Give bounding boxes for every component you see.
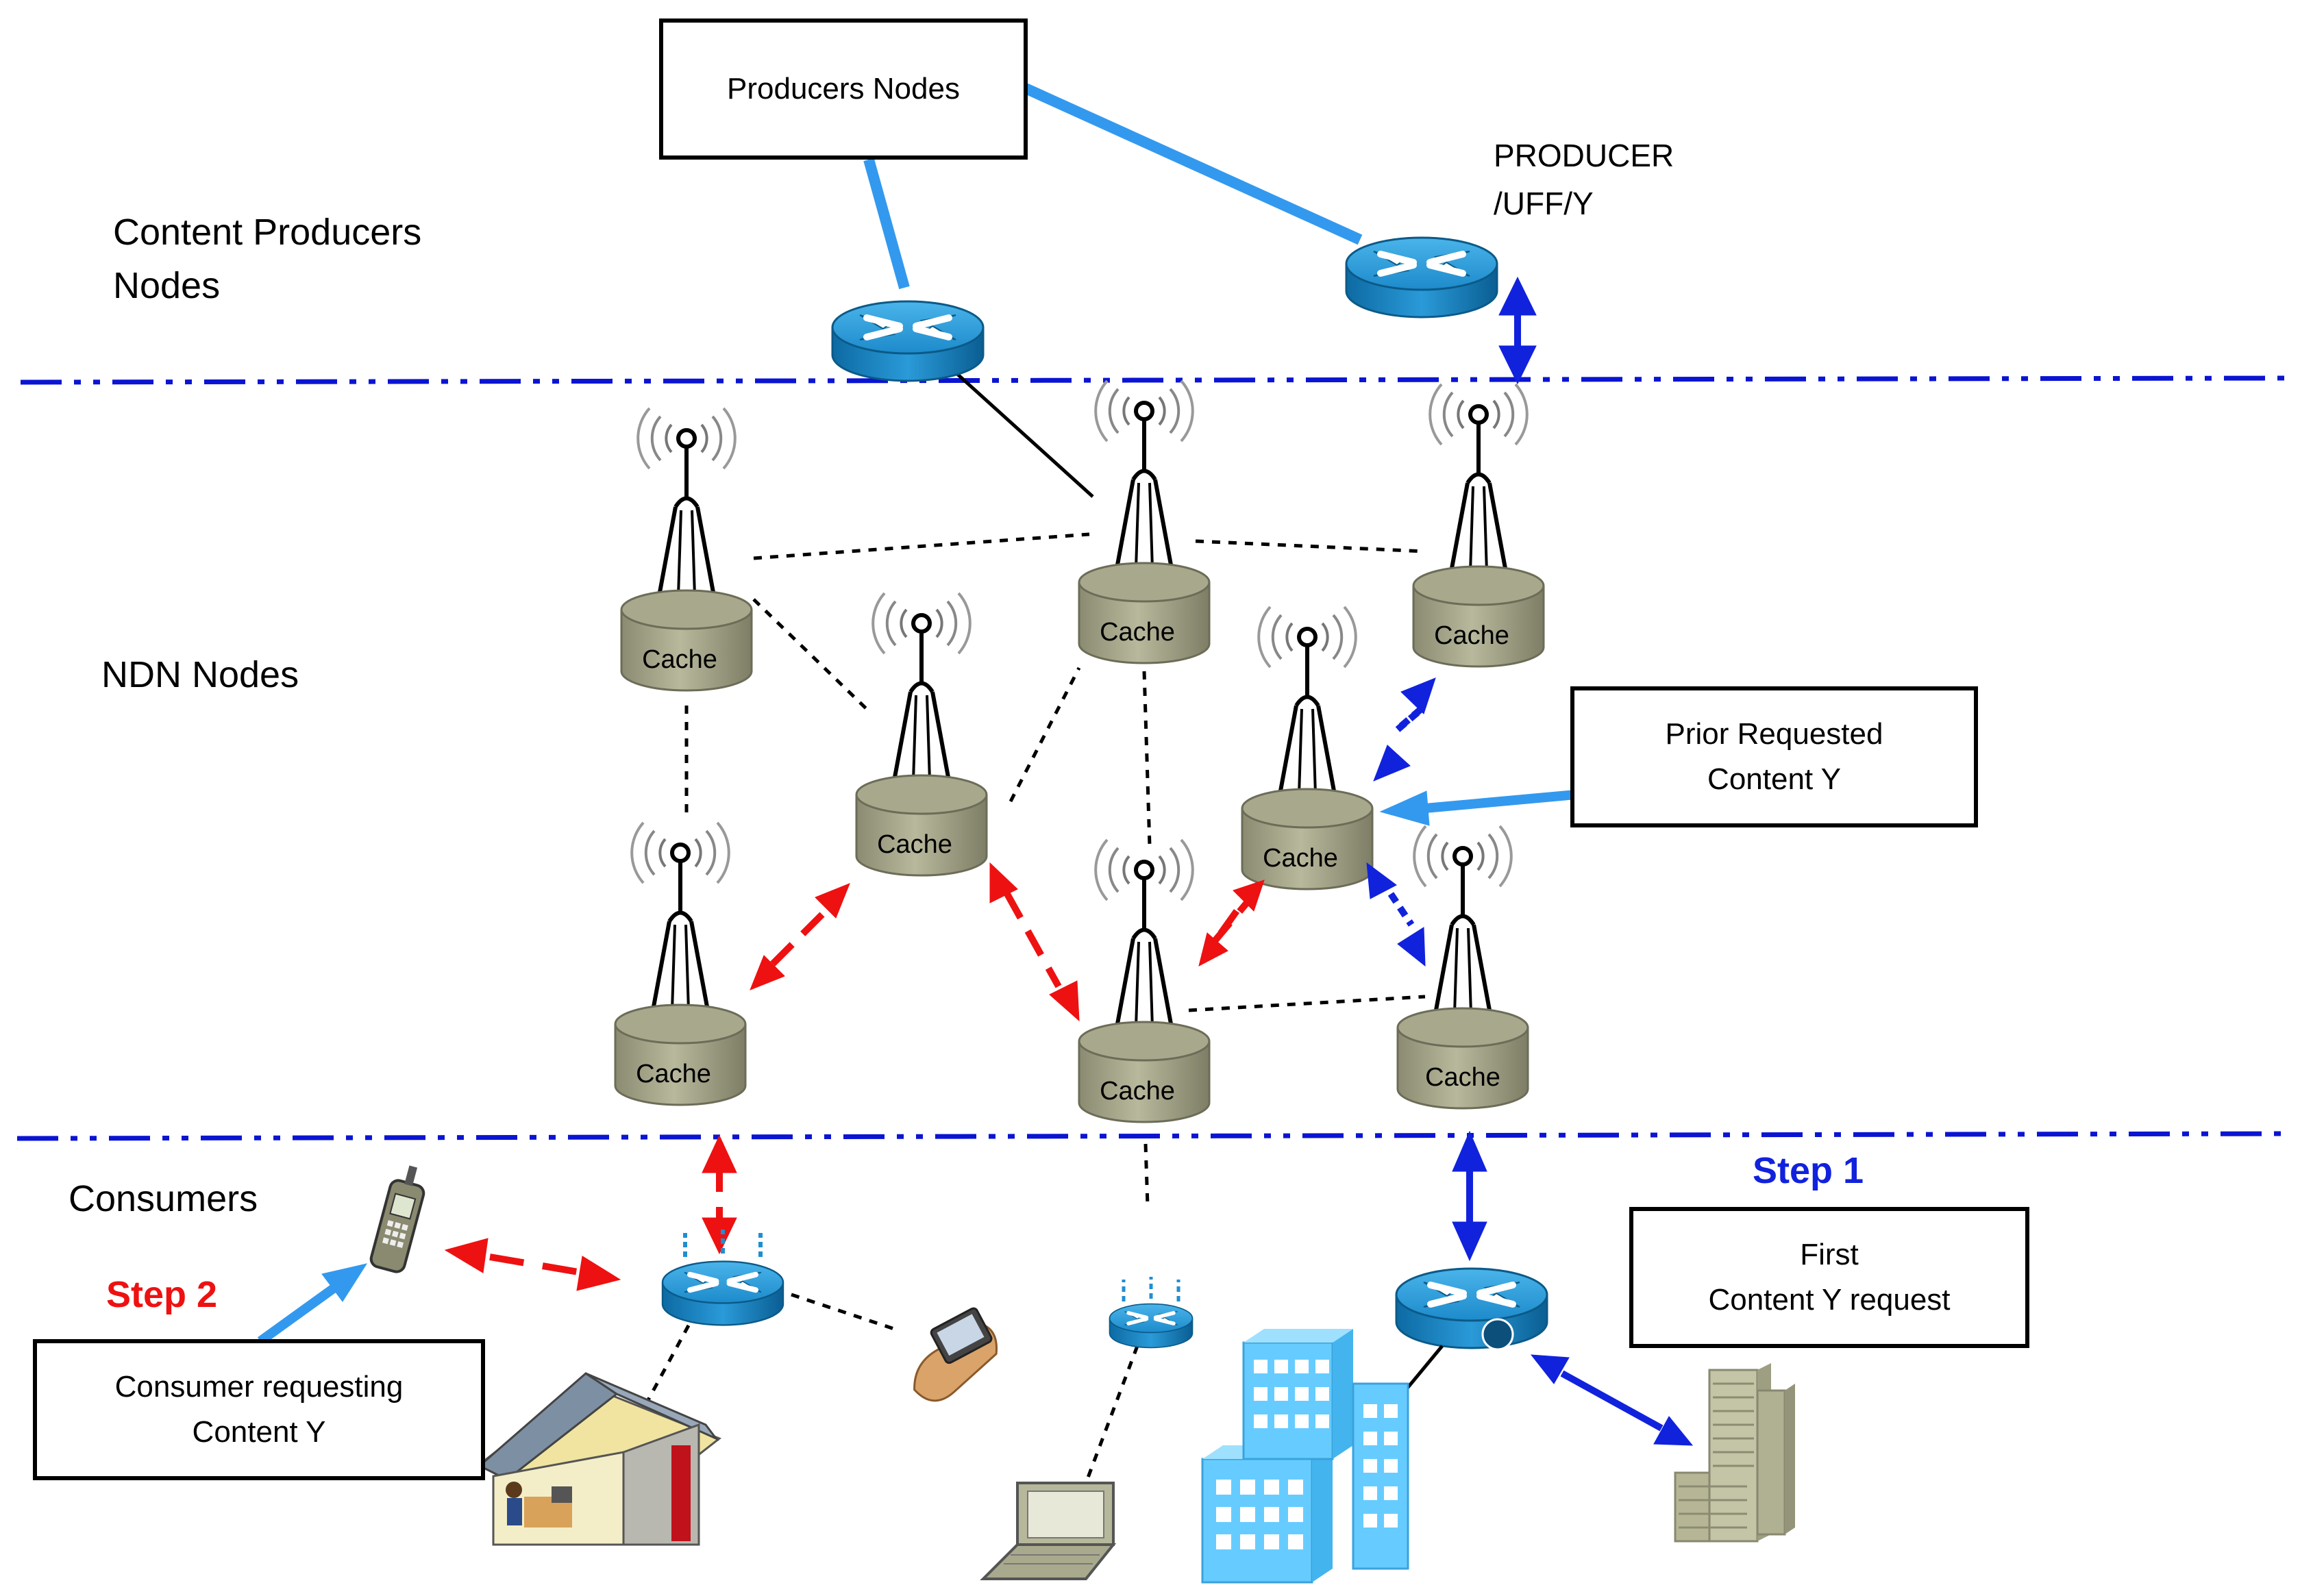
step1-label: Step 1 bbox=[1753, 1150, 1864, 1191]
router-to-cache-link bbox=[948, 365, 1094, 498]
first-request-box: First Content Y request bbox=[1629, 1207, 2029, 1348]
producer-name-line2: /UFF/Y bbox=[1494, 186, 1594, 221]
laptop-icon bbox=[980, 1482, 1117, 1580]
cache-label: Cache bbox=[636, 1060, 711, 1088]
phone-icon bbox=[369, 1165, 425, 1273]
ndn-dotted-links bbox=[642, 532, 1426, 1484]
red-request-arrows bbox=[444, 862, 1265, 1291]
prior-requested-label: Prior Requested Content Y bbox=[1665, 717, 1883, 796]
consumer-boundary-line bbox=[16, 1131, 2289, 1141]
router-icon bbox=[832, 301, 983, 381]
pointer-arrows bbox=[257, 790, 1576, 1345]
cache-label: Cache bbox=[1100, 1077, 1175, 1106]
cache-label: Cache bbox=[1425, 1063, 1500, 1092]
producer-blue-arrow bbox=[1498, 276, 1537, 385]
house-icon bbox=[478, 1372, 721, 1546]
producers-nodes-label: Producers Nodes bbox=[727, 72, 960, 105]
consumer-requesting-box: Consumer requesting Content Y bbox=[33, 1339, 485, 1480]
blue-data-arrows bbox=[1366, 677, 1694, 1446]
tower-building-icon bbox=[1674, 1363, 1795, 1543]
producers-nodes-box: Producers Nodes bbox=[659, 18, 1028, 160]
router-icon bbox=[1110, 1277, 1193, 1347]
producer-boundary-line bbox=[20, 375, 2289, 385]
producer-link-left bbox=[863, 158, 910, 290]
router-icon bbox=[663, 1230, 783, 1325]
cache-label: Cache bbox=[877, 830, 952, 859]
prior-requested-box: Prior Requested Content Y bbox=[1570, 686, 1978, 827]
cache-label: Cache bbox=[642, 645, 717, 674]
producer-name-line1: PRODUCER bbox=[1494, 138, 1674, 173]
producer-link-right bbox=[1023, 83, 1363, 245]
cache-label: Cache bbox=[1100, 618, 1175, 647]
first-request-label: First Content Y request bbox=[1708, 1238, 1951, 1317]
router-icon bbox=[1346, 238, 1497, 317]
router-icon bbox=[1396, 1269, 1547, 1349]
consumer-requesting-label: Consumer requesting Content Y bbox=[114, 1370, 404, 1449]
step2-label: Step 2 bbox=[106, 1274, 217, 1315]
section-label-producers-line1: Content Producers bbox=[113, 212, 421, 253]
section-label-consumers: Consumers bbox=[69, 1178, 258, 1219]
office-building-icon bbox=[1201, 1329, 1409, 1584]
cache-label: Cache bbox=[1263, 844, 1338, 873]
section-label-producers-line2: Nodes bbox=[113, 265, 220, 306]
cache-label: Cache bbox=[1434, 621, 1509, 650]
pda-icon bbox=[913, 1307, 998, 1402]
section-label-ndn: NDN Nodes bbox=[101, 654, 299, 695]
